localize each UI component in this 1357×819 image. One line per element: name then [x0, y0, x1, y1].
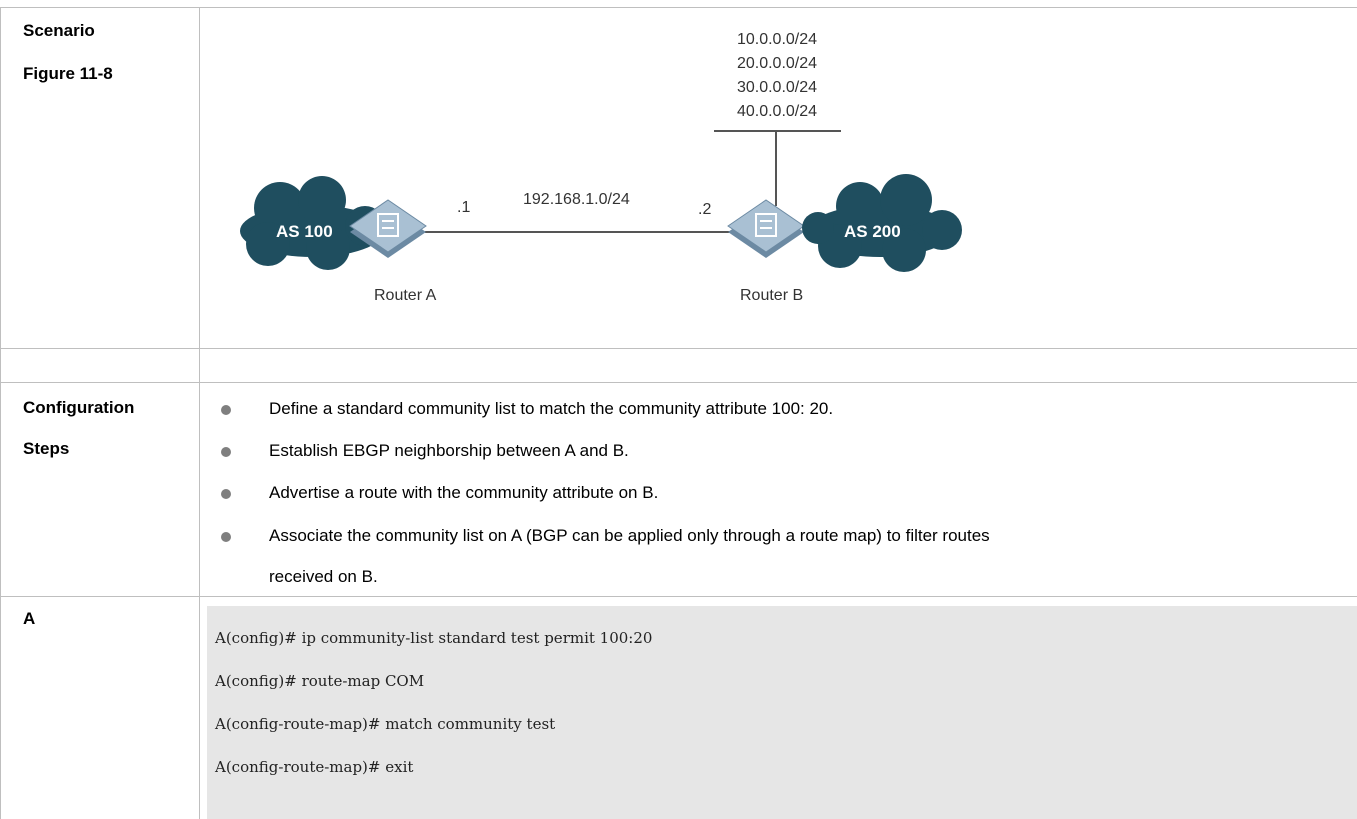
router-a-icon [349, 199, 427, 258]
as200-label: AS 200 [844, 222, 901, 241]
link-subnet-label: 192.168.1.0/24 [523, 191, 630, 208]
steps-label: Steps [23, 439, 70, 458]
step-text: Define a standard community list to matc… [269, 399, 834, 418]
bullet-icon [221, 532, 231, 542]
code-line: A(config)# route-map COM [215, 672, 425, 690]
network-label: 30.0.0.0/24 [737, 79, 817, 96]
router-b-icon [727, 199, 805, 258]
host-b-label: .2 [698, 201, 711, 218]
step-text: Associate the community list on A (BGP c… [269, 526, 990, 545]
network-label: 40.0.0.0/24 [737, 103, 817, 120]
step-text: Establish EBGP neighborship between A an… [269, 441, 629, 460]
code-line: A(config-route-map)# match community tes… [215, 715, 556, 733]
bullet-icon [221, 447, 231, 457]
step-text: received on B. [269, 567, 378, 586]
network-diagram: 10.0.0.0/24 20.0.0.0/24 30.0.0.0/24 40.0… [200, 8, 1357, 348]
network-label: 20.0.0.0/24 [737, 55, 817, 72]
as200-cloud-icon [802, 174, 962, 272]
table-top-border [0, 7, 1357, 8]
code-row-label: A [23, 609, 36, 628]
configuration-label: Configuration [23, 398, 135, 417]
row-divider-empty [0, 382, 1357, 383]
table-left-border [0, 7, 1, 819]
bullet-icon [221, 489, 231, 499]
router-a-label: Router A [374, 287, 437, 304]
row-divider-scenario [0, 348, 1357, 349]
row-divider-steps [0, 596, 1357, 597]
scenario-label: Scenario [23, 21, 95, 40]
code-block: A(config)# ip community-list standard te… [207, 606, 1357, 819]
column-divider [199, 7, 200, 819]
as100-label: AS 100 [276, 222, 333, 241]
code-line: A(config-route-map)# exit [215, 758, 414, 776]
code-line: A(config)# ip community-list standard te… [215, 629, 653, 647]
network-label: 10.0.0.0/24 [737, 31, 817, 48]
host-a-label: .1 [457, 199, 470, 216]
router-b-label: Router B [740, 287, 803, 304]
step-text: Advertise a route with the community att… [269, 483, 659, 502]
bullet-icon [221, 405, 231, 415]
figure-label: Figure 11-8 [23, 64, 113, 83]
